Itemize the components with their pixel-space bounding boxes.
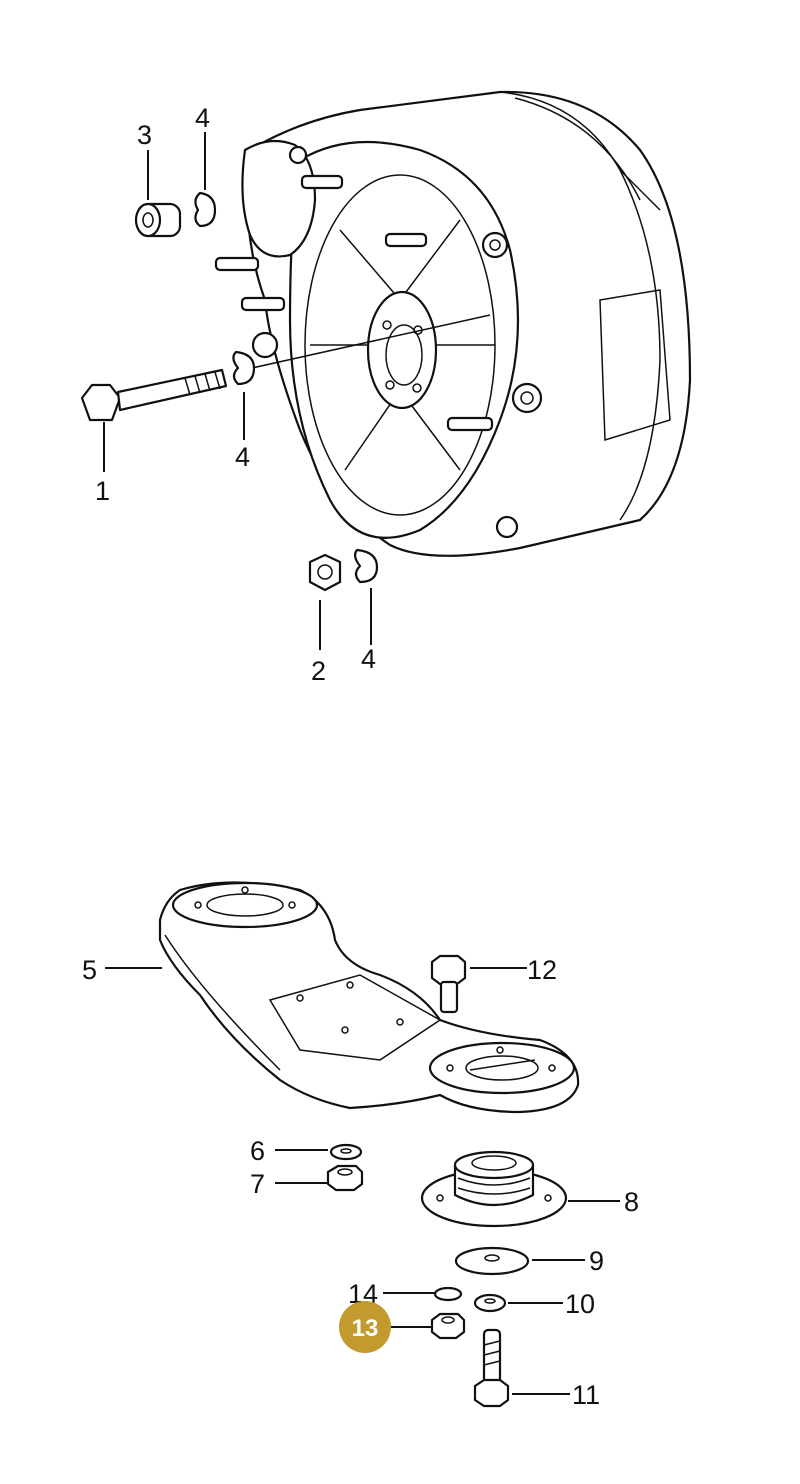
label-part-4-top: 4 xyxy=(195,103,210,133)
label-part-6: 6 xyxy=(250,1136,265,1166)
washer-part-6 xyxy=(329,1143,363,1161)
mount-bracket-part-5 xyxy=(158,881,580,1114)
transmission-housing xyxy=(214,90,692,557)
label-part-5: 5 xyxy=(82,955,97,985)
disc-washer-part-9 xyxy=(454,1246,530,1276)
spacer-part-3 xyxy=(134,202,182,238)
highlight-circle[interactable] xyxy=(339,1301,391,1353)
rubber-mount-part-8 xyxy=(420,1150,568,1228)
lock-washer-part-4-mid xyxy=(232,350,256,386)
label-part-9: 9 xyxy=(589,1246,604,1276)
highlight-label-part-13[interactable]: 13 xyxy=(352,1315,379,1342)
label-part-7: 7 xyxy=(250,1169,265,1199)
nut-part-7 xyxy=(326,1164,364,1192)
label-part-3: 3 xyxy=(137,120,152,150)
bolt-part-1 xyxy=(80,368,228,422)
label-part-1: 1 xyxy=(95,476,110,506)
label-part-12: 12 xyxy=(527,955,557,985)
label-part-10: 10 xyxy=(565,1289,595,1319)
label-part-2: 2 xyxy=(311,656,326,686)
label-part-4-mid: 4 xyxy=(235,442,250,472)
bolt-part-11 xyxy=(473,1328,510,1408)
lock-washer-part-4-top xyxy=(194,191,217,228)
label-part-4-bottom: 4 xyxy=(361,644,376,674)
nut-part-2 xyxy=(308,553,342,592)
lock-washer-part-4-bottom xyxy=(353,548,379,584)
bolt-part-12 xyxy=(430,954,467,1014)
washer-part-10 xyxy=(473,1293,507,1313)
label-part-8: 8 xyxy=(624,1187,639,1217)
highlight-marker-part-13[interactable]: 13 xyxy=(339,1301,391,1353)
label-part-11: 11 xyxy=(572,1380,600,1410)
washer-part-14 xyxy=(433,1286,463,1302)
nut-part-13 xyxy=(430,1312,466,1340)
